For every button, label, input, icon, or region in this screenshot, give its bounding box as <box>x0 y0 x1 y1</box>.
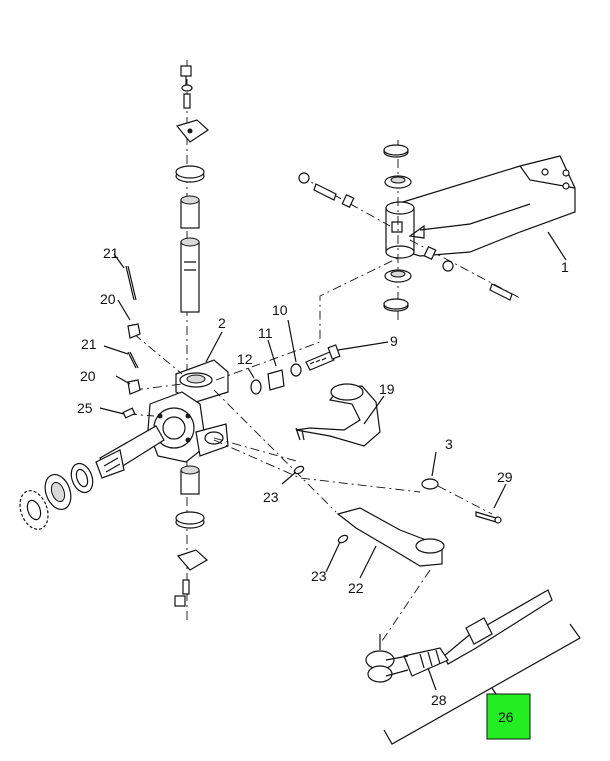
tie-rod-end <box>365 569 553 683</box>
steering-knuckle <box>95 359 229 479</box>
callout-28: 28 <box>431 692 447 708</box>
upper-steering-arm <box>293 383 381 475</box>
callout-21-upper: 21 <box>103 245 119 261</box>
callout-21-lower: 21 <box>81 336 97 352</box>
callout-1: 1 <box>561 259 569 275</box>
callout-11: 11 <box>258 325 273 341</box>
callout-20-upper: 20 <box>100 291 116 307</box>
lower-steering-arm <box>336 478 502 567</box>
callout-9: 9 <box>390 333 398 349</box>
steering-arm-bolt-set <box>250 344 341 395</box>
callout-29: 29 <box>497 469 513 485</box>
axle-kingpin-parts <box>383 140 412 320</box>
callout-26[interactable]: 26 <box>498 709 514 725</box>
upper-kingpin-stack <box>175 65 209 313</box>
axle-cross-bolts <box>298 172 521 301</box>
callout-19: 19 <box>379 381 395 397</box>
callout-22: 22 <box>348 580 364 596</box>
highlight-box-26[interactable] <box>486 693 531 740</box>
callout-23-lower: 23 <box>311 568 327 584</box>
lower-kingpin-stack <box>174 465 209 607</box>
assembly-connectors <box>127 257 421 513</box>
bearing-rings <box>19 462 94 530</box>
callout-2: 2 <box>218 315 226 331</box>
callout-12: 12 <box>237 351 253 367</box>
axle-beam <box>385 155 576 259</box>
assembly-bracket <box>383 623 581 745</box>
callout-10: 10 <box>272 302 288 318</box>
leader-lines <box>99 231 567 701</box>
callout-20-lower: 20 <box>80 368 96 384</box>
callout-25: 25 <box>77 400 93 416</box>
callout-3: 3 <box>445 436 453 452</box>
callout-23-upper: 23 <box>263 489 279 505</box>
stop-screws <box>122 265 141 419</box>
